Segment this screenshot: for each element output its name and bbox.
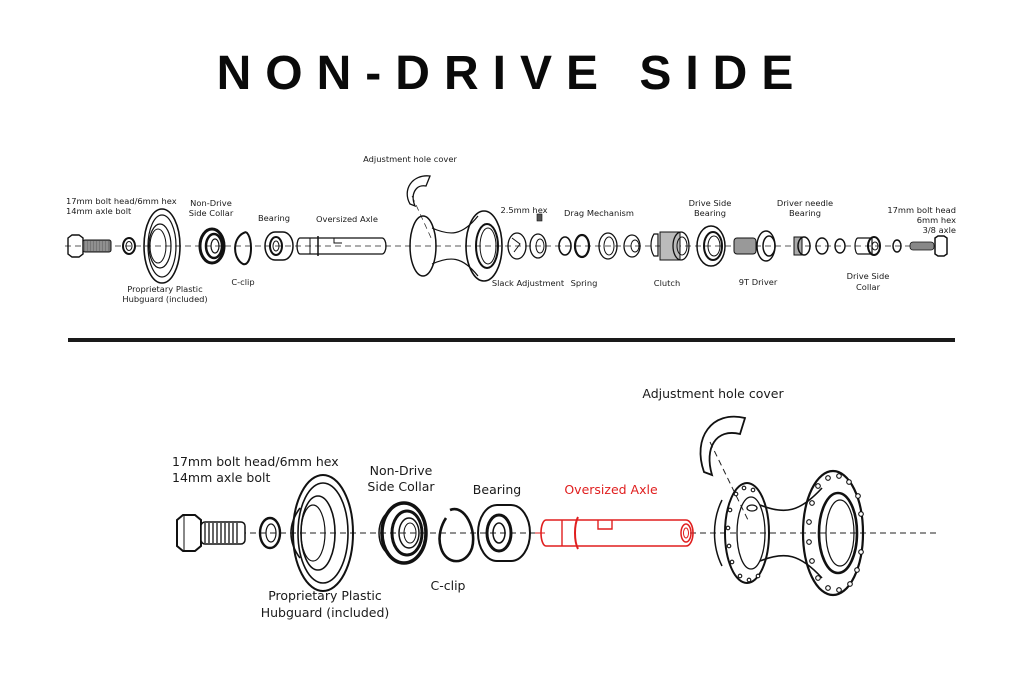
label-collar: Non-Drive <box>190 198 232 208</box>
label-9t-driver: 9T Driver <box>739 277 778 287</box>
label-hex: 2.5mm hex <box>500 205 547 215</box>
label-collar-2: Side Collar <box>367 479 435 494</box>
label-hole-cover: Adjustment hole cover <box>363 154 457 164</box>
drag-mechanism-part <box>558 232 641 260</box>
label-slack-adjustment: Slack Adjustment <box>492 278 565 288</box>
label-needle-bearing-2: Bearing <box>789 208 821 218</box>
page-title: NON-DRIVE SIDE <box>216 47 808 100</box>
washer-part <box>122 237 136 255</box>
bearing-part <box>264 231 294 261</box>
label-cclip: C-clip <box>231 277 254 287</box>
hub-shell-part <box>409 210 503 282</box>
drive-side-bolt-part <box>909 235 948 257</box>
bearing-part <box>477 504 531 562</box>
label-spring: Spring <box>571 278 598 288</box>
label-bolt-2: 14mm axle bolt <box>172 470 270 485</box>
hubguard-part <box>290 474 354 592</box>
oversized-axle-part <box>296 236 387 256</box>
section-divider <box>68 338 955 342</box>
c-clip-part <box>234 231 252 266</box>
full-assembly <box>65 175 948 284</box>
detail-view <box>176 415 940 597</box>
adjustment-hole-cover-part <box>406 175 431 208</box>
hub-shell-part <box>713 469 865 597</box>
label-clutch: Clutch <box>654 278 680 288</box>
c-clip-part <box>438 507 475 563</box>
9t-driver-part <box>733 230 776 262</box>
label-cclip: C-clip <box>431 578 466 593</box>
label-ds-collar-2: Collar <box>856 282 881 292</box>
drive-side-bearing-part <box>696 225 726 267</box>
label-hubguard-2: Hubguard (included) <box>122 294 207 304</box>
axle-bolt-part <box>67 234 112 258</box>
label-bolt: 17mm bolt head/6mm hex <box>66 196 177 206</box>
full-assembly-labels: 17mm bolt head/6mm hex 14mm axle bolt No… <box>66 154 956 304</box>
non-drive-side-collar-part <box>198 227 226 265</box>
label-collar-2: Side Collar <box>189 208 234 218</box>
adjustment-hole-cover-part <box>699 415 747 477</box>
drive-side-collar-part <box>854 236 881 256</box>
label-ds-bearing: Drive Side <box>689 198 732 208</box>
oversized-axle-part-highlighted <box>540 516 694 550</box>
label-collar: Non-Drive <box>370 463 433 478</box>
spoke-holes <box>725 473 864 593</box>
detail-view-labels: 17mm bolt head/6mm hex 14mm axle bolt No… <box>172 386 784 620</box>
label-bolt-2: 14mm axle bolt <box>66 206 132 216</box>
label-hole-cover: Adjustment hole cover <box>642 386 784 401</box>
slack-adjustment-part <box>507 213 547 260</box>
label-bolt: 17mm bolt head/6mm hex <box>172 454 339 469</box>
label-drag-mechanism: Drag Mechanism <box>564 208 634 218</box>
washer-part <box>258 516 282 550</box>
label-axle: Oversized Axle <box>316 214 378 224</box>
label-hubguard-2: Hubguard (included) <box>261 605 390 620</box>
hubguard-part <box>143 208 181 284</box>
label-ds-bolt-3: 3/8 axle <box>923 225 956 235</box>
axle-bolt-part <box>176 514 246 552</box>
washer-part <box>892 239 902 253</box>
non-drive-side-collar-part <box>378 501 428 565</box>
label-ds-collar: Drive Side <box>847 271 890 281</box>
driver-needle-bearing-part <box>793 236 846 256</box>
label-needle-bearing: Driver needle <box>777 198 833 208</box>
label-bearing: Bearing <box>473 482 521 497</box>
label-hubguard: Proprietary Plastic <box>127 284 203 294</box>
label-bearing: Bearing <box>258 213 290 223</box>
label-ds-bolt-2: 6mm hex <box>917 215 956 225</box>
label-ds-bolt: 17mm bolt head <box>887 205 956 215</box>
label-axle-highlighted: Oversized Axle <box>564 482 658 497</box>
label-ds-bearing-2: Bearing <box>694 208 726 218</box>
clutch-part <box>650 231 690 261</box>
label-hubguard: Proprietary Plastic <box>268 588 382 603</box>
